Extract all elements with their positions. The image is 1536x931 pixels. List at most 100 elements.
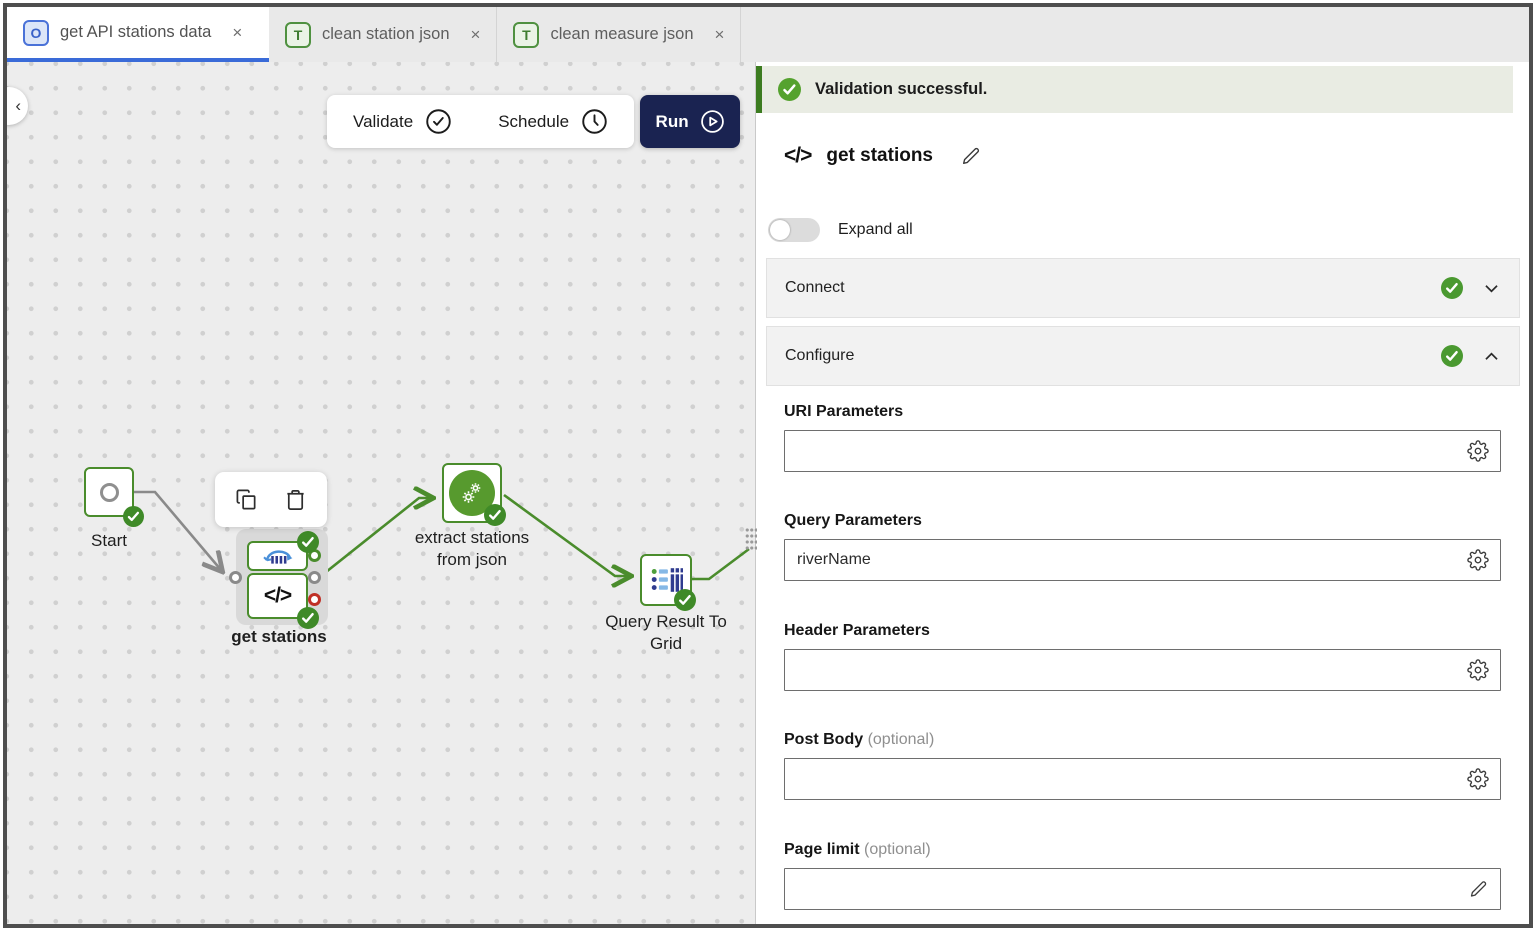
node-get-stations[interactable]: </>	[247, 573, 308, 619]
gear-icon[interactable]	[1467, 659, 1489, 681]
section-label: Configure	[785, 347, 855, 364]
tab-label: clean station json	[322, 25, 450, 43]
page-limit-input[interactable]	[784, 868, 1501, 910]
check-badge-icon	[1441, 345, 1463, 367]
tab-label: get API stations data	[60, 23, 212, 41]
close-icon[interactable]: ×	[232, 22, 243, 42]
edit-pencil-icon[interactable]	[960, 145, 982, 167]
field-label: Post Body (optional)	[784, 731, 1501, 749]
node-label-get-stations: get stations	[231, 627, 327, 646]
node-get-stations-header[interactable]	[247, 541, 308, 571]
status-check-badge	[297, 607, 319, 629]
node-label-start: Start	[91, 531, 127, 550]
input-port[interactable]	[229, 571, 242, 584]
post-body-input[interactable]	[784, 758, 1501, 800]
validation-banner: Validation successful.	[756, 66, 1513, 113]
field-page-limit: Page limit (optional)	[784, 841, 1501, 910]
canvas-toolbar: Validate Schedule Run	[327, 95, 741, 148]
node-label-extract-stations: extract stations from json	[389, 527, 555, 571]
code-icon: </>	[263, 584, 292, 607]
optional-text: (optional)	[867, 731, 935, 748]
optional-text: (optional)	[864, 841, 931, 858]
query-parameters-input[interactable]	[784, 539, 1501, 581]
tab-clean-station-json[interactable]: T clean station json ×	[269, 7, 498, 62]
output-port-main[interactable]	[308, 571, 321, 584]
operator-title-row: </> get stations	[784, 144, 982, 168]
trash-icon[interactable]	[284, 488, 307, 511]
status-check-badge	[123, 506, 144, 527]
panel-resize-handle[interactable]	[745, 527, 757, 551]
start-port-circle[interactable]	[99, 482, 119, 502]
field-uri-parameters: URI Parameters	[784, 403, 1501, 472]
label-text: Post Body	[784, 731, 864, 748]
tab-bar: O get API stations data × T clean statio…	[7, 7, 1529, 62]
expand-all-row: Expand all	[768, 218, 913, 242]
run-label: Run	[655, 111, 689, 131]
node-label-query-result-to-grid: Query Result To Grid	[585, 611, 747, 655]
code-icon: </>	[784, 144, 812, 167]
gear-icon[interactable]	[1467, 440, 1489, 462]
rest-api-icon	[262, 550, 292, 564]
chevron-up-icon[interactable]	[1482, 347, 1501, 366]
expand-all-toggle[interactable]	[768, 218, 820, 242]
collapse-left-panel-button[interactable]: ‹	[7, 87, 28, 125]
field-label: Query Parameters	[784, 512, 1501, 530]
label-line: Query Result To	[605, 612, 727, 631]
tab-get-api-stations-data[interactable]: O get API stations data ×	[7, 7, 269, 62]
node-start[interactable]	[84, 467, 134, 517]
field-post-body: Post Body (optional)	[784, 731, 1501, 800]
graph-type-icon: T	[513, 21, 540, 48]
field-label: URI Parameters	[784, 403, 1501, 421]
node-query-result-to-grid[interactable]	[640, 554, 692, 606]
toggle-knob	[770, 220, 790, 240]
graph-type-icon: T	[285, 21, 311, 48]
field-query-parameters: Query Parameters	[784, 512, 1501, 581]
node-mini-toolbar	[215, 472, 327, 527]
validate-check-circle-icon[interactable]	[425, 108, 452, 135]
section-configure[interactable]: Configure	[766, 326, 1520, 386]
label-text: Page limit	[784, 841, 860, 858]
schedule-button[interactable]: Schedule	[498, 111, 570, 131]
label-text: Header Parameters	[784, 622, 930, 639]
configuration-panel: Validation successful. </> get stations …	[756, 62, 1529, 924]
pencil-icon[interactable]	[1468, 879, 1489, 900]
copy-icon[interactable]	[235, 488, 258, 511]
panel-divider	[755, 62, 756, 924]
tab-clean-measure-json[interactable]: T clean measure json ×	[497, 7, 742, 62]
close-icon[interactable]: ×	[714, 24, 725, 44]
run-button[interactable]: Run	[640, 95, 741, 148]
play-circle-icon	[700, 110, 724, 133]
status-check-badge	[674, 589, 696, 611]
close-icon[interactable]: ×	[470, 24, 481, 44]
section-label: Connect	[785, 279, 845, 296]
field-label: Header Parameters	[784, 622, 1501, 640]
pipeline-canvas[interactable]: ‹ Validate Schedule Run	[7, 62, 755, 924]
field-header-parameters: Header Parameters	[784, 622, 1501, 691]
uri-parameters-input[interactable]	[784, 430, 1501, 472]
validate-button[interactable]: Validate	[353, 111, 414, 131]
label-line: Grid	[649, 634, 683, 654]
section-connect[interactable]: Connect	[766, 258, 1520, 318]
operator-title: get stations	[826, 145, 933, 166]
header-parameters-input[interactable]	[784, 649, 1501, 691]
validation-message: Validation successful.	[815, 80, 988, 98]
node-extract-stations[interactable]	[442, 463, 502, 523]
chevron-down-icon[interactable]	[1482, 279, 1501, 298]
status-check-badge	[484, 504, 506, 526]
check-badge-icon	[778, 78, 801, 101]
canvas-toolbar-card: Validate Schedule	[327, 95, 635, 148]
label-line: extract stations	[414, 528, 530, 547]
expand-all-label: Expand all	[838, 221, 913, 238]
gear-icon[interactable]	[1467, 549, 1489, 571]
schedule-clock-icon[interactable]	[581, 108, 608, 135]
output-port-error[interactable]	[308, 593, 321, 606]
list-to-grid-icon	[651, 568, 683, 592]
label-line: from json	[437, 550, 507, 570]
label-text: URI Parameters	[784, 403, 904, 420]
field-label: Page limit (optional)	[784, 841, 1501, 859]
graph-type-icon: O	[23, 19, 49, 46]
gear-icon[interactable]	[1467, 768, 1489, 790]
status-check-badge	[297, 531, 319, 553]
check-badge-icon	[1441, 277, 1463, 299]
label-text: Query Parameters	[784, 512, 922, 529]
